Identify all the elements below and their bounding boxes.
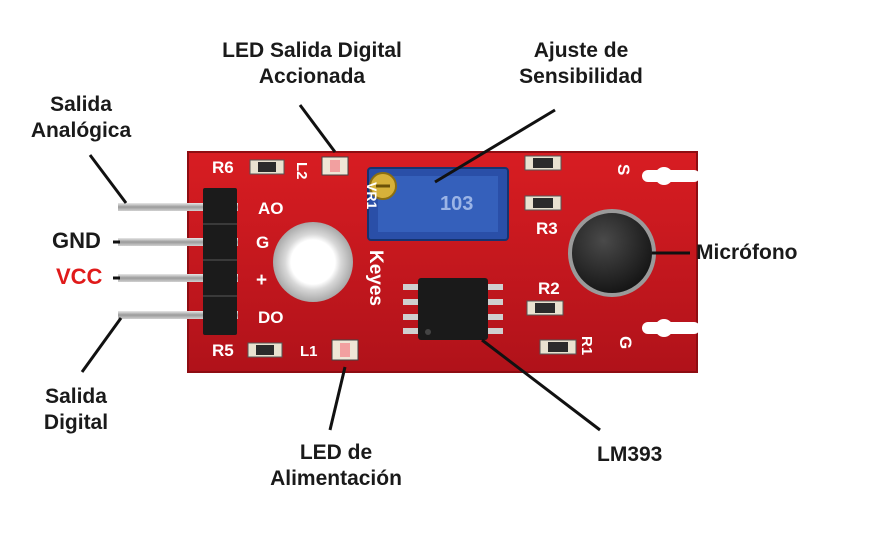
silk-brand: Keyes [365, 250, 386, 306]
microphone [570, 211, 654, 295]
silk-r3: R3 [536, 219, 558, 238]
label-ajuste-line2: Sensibilidad [496, 64, 666, 90]
label-vcc: VCC [56, 264, 102, 290]
leader-salida-analogica [90, 155, 126, 203]
label-salida-digital-line2: Digital [24, 410, 128, 436]
silk-vr1: VR1 [364, 182, 380, 209]
leader-led-alim [330, 367, 345, 430]
leader-salida-digital [82, 318, 121, 372]
silk-r6: R6 [212, 158, 234, 177]
label-salida-digital-line1: Salida [24, 384, 128, 410]
silk-l1: L1 [300, 343, 318, 360]
label-led-salida-digital-line2: Accionada [196, 64, 428, 90]
silk-r2: R2 [538, 279, 560, 298]
leader-led-digital [300, 105, 335, 152]
label-ajuste-line1: Ajuste de [496, 38, 666, 64]
pcb-slot-top-end [655, 167, 673, 185]
silk-plus-pin: + [256, 270, 267, 291]
silk-r5: R5 [212, 341, 234, 360]
label-salida-analogica-line1: Salida [20, 92, 142, 118]
label-ajuste-sensibilidad: Ajuste de Sensibilidad [496, 38, 666, 90]
silk-ao: AO [258, 199, 284, 218]
pcb-slot-bottom-end [655, 319, 673, 337]
silk-do-pin: DO [258, 308, 284, 327]
silk-g-mic: G [616, 336, 635, 349]
silk-r1: R1 [578, 336, 595, 355]
label-salida-analogica-line2: Analógica [20, 118, 142, 144]
label-salida-digital: Salida Digital [24, 384, 128, 436]
silk-g-pin: G [256, 233, 269, 252]
label-led-salida-digital: LED Salida Digital Accionada [196, 38, 428, 90]
silk-l2: L2 [293, 162, 310, 180]
label-led-alimentacion: LED de Alimentación [246, 440, 426, 492]
label-gnd: GND [52, 228, 101, 254]
label-salida-analogica: Salida Analógica [20, 92, 142, 144]
label-lm393: LM393 [597, 442, 662, 468]
pin-header [203, 188, 237, 335]
label-led-alim-line2: Alimentación [246, 466, 426, 492]
label-led-alim-line1: LED de [246, 440, 426, 466]
silk-s-mic: S [614, 164, 633, 175]
pot-code: 103 [440, 193, 473, 215]
label-microfono: Micrófono [696, 240, 797, 266]
label-led-salida-digital-line1: LED Salida Digital [196, 38, 428, 64]
